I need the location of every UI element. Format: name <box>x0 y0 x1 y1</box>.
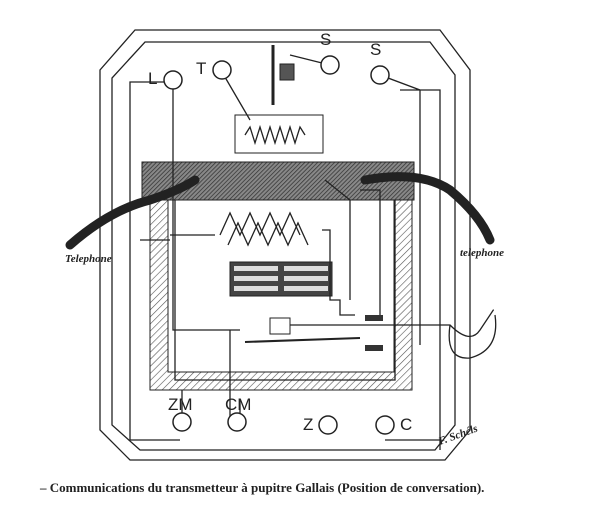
terminal-L <box>163 70 183 90</box>
label-telephone-left: Telephone <box>65 253 112 265</box>
terminal-CM <box>227 412 247 432</box>
outer-casing <box>99 29 471 461</box>
battery-elements <box>229 261 333 297</box>
push-button <box>279 63 295 81</box>
terminal-S2 <box>370 65 390 85</box>
figure-caption: – Communications du transmetteur à pupit… <box>40 480 485 495</box>
label-ZM: ZM <box>168 395 193 414</box>
label-T: T <box>196 59 206 78</box>
label-C: C <box>400 415 412 434</box>
terminal-Z <box>318 415 338 435</box>
label-L: L <box>148 69 157 88</box>
inner-casing <box>111 41 456 451</box>
terminal-ZM <box>172 412 192 432</box>
label-Z: Z <box>303 415 313 434</box>
label-CM: CM <box>225 395 251 414</box>
terminal-C <box>375 415 395 435</box>
resistance-coil <box>234 114 324 154</box>
terminal-S1 <box>320 55 340 75</box>
hook-switch-lever <box>270 309 497 359</box>
label-S1: S <box>320 30 331 49</box>
terminal-T <box>212 60 232 80</box>
induction-coil <box>219 211 301 237</box>
label-S2: S <box>370 40 381 59</box>
telephone-cord-left <box>65 175 200 250</box>
label-telephone-right: telephone <box>460 247 504 259</box>
telephone-cord-right <box>360 172 495 245</box>
